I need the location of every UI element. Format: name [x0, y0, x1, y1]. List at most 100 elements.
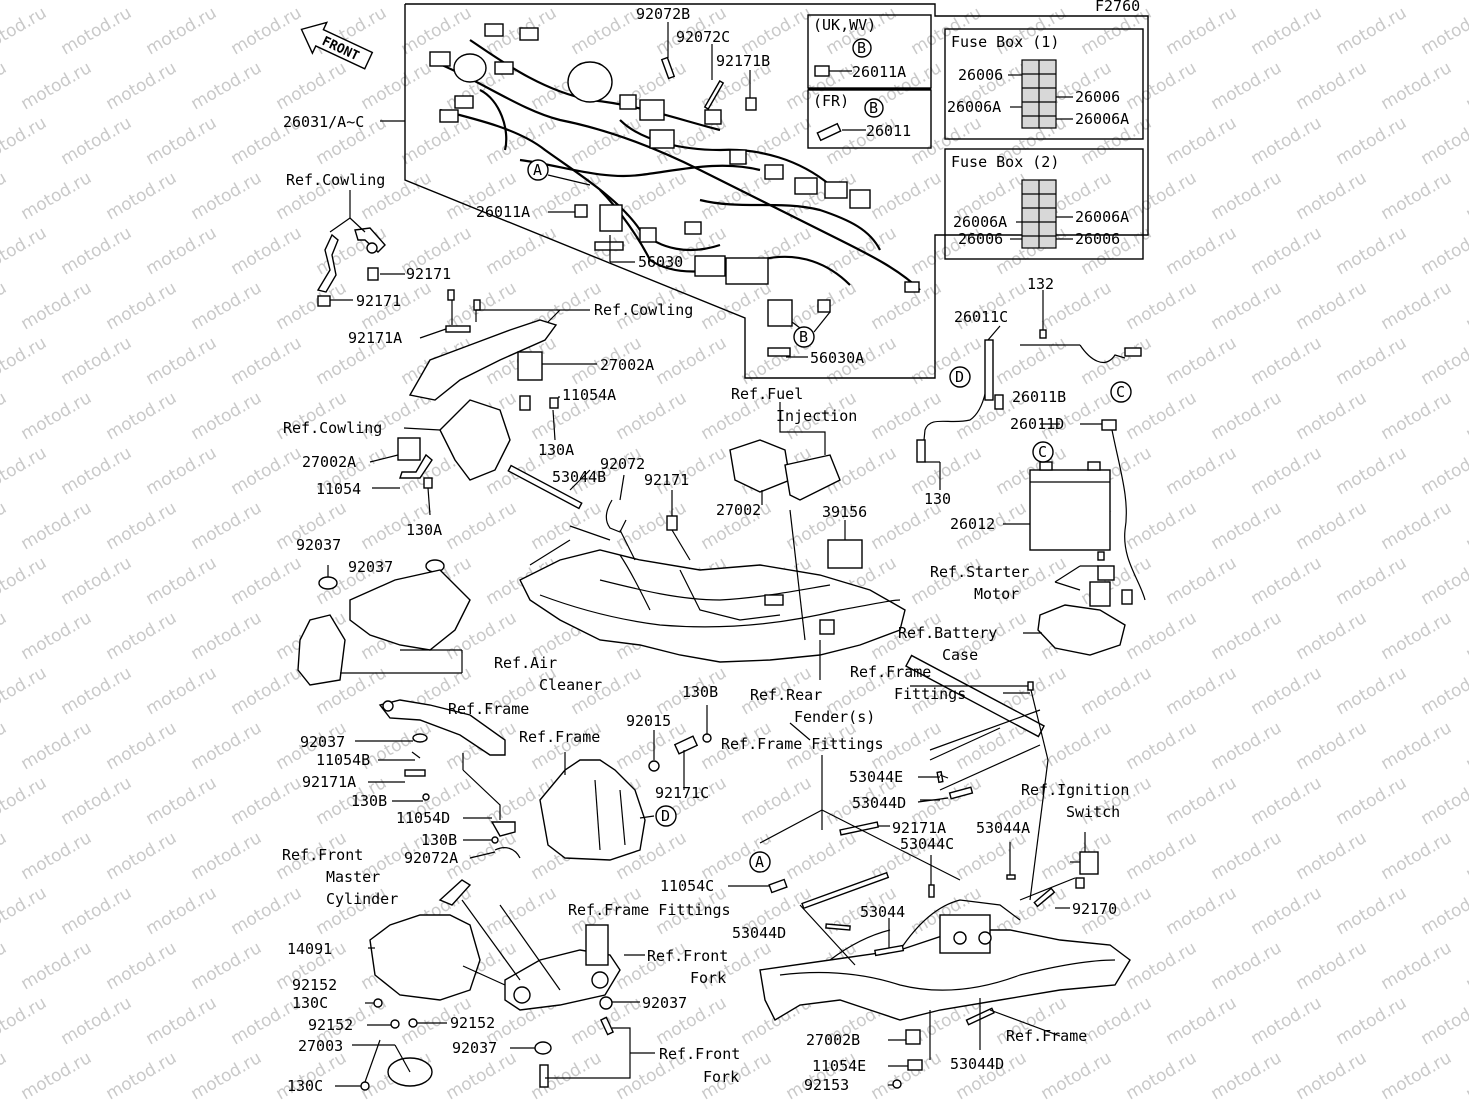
- label-53044b: 53044B: [552, 468, 606, 486]
- watermark-text: motod.ru: [0, 498, 10, 554]
- watermark-text: motod.ru: [1038, 828, 1116, 884]
- watermark-text: motod.ru: [1078, 333, 1156, 389]
- watermark-text: motod.ru: [1418, 3, 1469, 59]
- connector-26011a: [815, 66, 829, 76]
- watermark-text: motod.ru: [103, 1048, 181, 1102]
- watermark-text: motod.ru: [18, 1048, 96, 1102]
- watermark-text: motod.ru: [18, 718, 96, 774]
- watermark-text: motod.ru: [1208, 1048, 1286, 1102]
- watermark-text: motod.ru: [228, 333, 306, 389]
- ref-b-lower: B: [799, 328, 808, 346]
- watermark-text: motod.ru: [143, 663, 221, 719]
- watermark-text: motod.ru: [188, 388, 266, 444]
- fuse1-left-bottom: 26006A: [947, 98, 1001, 116]
- label-ref-cowling-3: Ref.Cowling: [283, 419, 382, 437]
- watermark-text: motod.ru: [1378, 278, 1456, 334]
- ref-d-upper: D: [955, 368, 964, 386]
- watermark-text: motod.ru: [1293, 718, 1371, 774]
- watermark-text: motod.ru: [188, 278, 266, 334]
- watermark-text: motod.ru: [1463, 58, 1469, 114]
- watermark-text: motod.ru: [58, 113, 136, 169]
- label-ref-frame-fittings-2: Ref.Frame Fittings: [721, 735, 884, 753]
- watermark-text: motod.ru: [58, 553, 136, 609]
- watermark-text: motod.ru: [103, 498, 181, 554]
- watermark-text: motod.ru: [188, 0, 266, 4]
- label-92015: 92015: [626, 712, 671, 730]
- watermark-text: motod.ru: [443, 498, 521, 554]
- watermark-text: motod.ru: [993, 333, 1071, 389]
- watermark-text: motod.ru: [1123, 58, 1201, 114]
- label-ref-frame-fittings-1a: Ref.Frame: [850, 663, 931, 681]
- label-ref-cowling-2: Ref.Cowling: [594, 301, 693, 319]
- label-26011c: 26011C: [954, 308, 1008, 326]
- watermark-text: motod.ru: [1038, 1048, 1116, 1102]
- label-92171-b: 92171: [356, 292, 401, 310]
- watermark-text: motod.ru: [1208, 608, 1286, 664]
- watermark-text: motod.ru: [1293, 388, 1371, 444]
- watermark-text: motod.ru: [1293, 608, 1371, 664]
- watermark-text: motod.ru: [188, 608, 266, 664]
- label-92171a-1: 92171A: [348, 329, 402, 347]
- label-27002b: 27002B: [806, 1031, 860, 1049]
- watermark-text: motod.ru: [1463, 168, 1469, 224]
- watermark-text: motod.ru: [0, 3, 50, 59]
- watermark-text: motod.ru: [1123, 938, 1201, 994]
- label-130c-2: 130C: [287, 1077, 323, 1095]
- label-130b-1: 130B: [682, 683, 718, 701]
- watermark-text: motod.ru: [0, 718, 10, 774]
- fuse-box-1-title: Fuse Box (1): [951, 33, 1059, 51]
- watermark-text: motod.ru: [0, 0, 10, 4]
- watermark-text: motod.ru: [1248, 333, 1326, 389]
- watermark-text: motod.ru: [1418, 223, 1469, 279]
- watermark-text: motod.ru: [1248, 3, 1326, 59]
- watermark-text: motod.ru: [1208, 278, 1286, 334]
- watermark-text: motod.ru: [18, 388, 96, 444]
- diagram-code: F2760: [1095, 0, 1140, 15]
- watermark-text: motod.ru: [1333, 883, 1411, 939]
- label-11054c: 11054C: [660, 877, 714, 895]
- label-92152-2: 92152: [308, 1016, 353, 1034]
- watermark-text: motod.ru: [58, 773, 136, 829]
- watermark-text: motod.ru: [1378, 828, 1456, 884]
- watermark-text: motod.ru: [103, 388, 181, 444]
- watermark-text: motod.ru: [1333, 223, 1411, 279]
- watermark-text: motod.ru: [1418, 663, 1469, 719]
- watermark-text: motod.ru: [188, 498, 266, 554]
- watermark-text: motod.ru: [1123, 168, 1201, 224]
- watermark-text: motod.ru: [1248, 663, 1326, 719]
- label-ref-front-fork-1b: Fork: [690, 969, 726, 987]
- watermark-text: motod.ru: [188, 828, 266, 884]
- watermark-text: motod.ru: [0, 993, 50, 1049]
- watermark-text: motod.ru: [1463, 388, 1469, 444]
- watermark-text: motod.ru: [18, 938, 96, 994]
- label-ref-rear-1: Ref.Rear: [750, 686, 822, 704]
- watermark-text: motod.ru: [1163, 883, 1241, 939]
- label-ref-fmc-3: Cylinder: [326, 890, 398, 908]
- watermark-text: motod.ru: [188, 1048, 266, 1102]
- watermark-text: motod.ru: [1418, 333, 1469, 389]
- watermark-text: motod.ru: [1378, 718, 1456, 774]
- label-11054e: 11054E: [812, 1057, 866, 1075]
- watermark-text: motod.ru: [1293, 938, 1371, 994]
- label-11054d: 11054D: [396, 809, 450, 827]
- watermark-text: motod.ru: [613, 388, 691, 444]
- label-ref-fuel-2: Injection: [776, 407, 857, 425]
- watermark-text: motod.ru: [228, 223, 306, 279]
- label-26011d: 26011D: [1010, 415, 1064, 433]
- watermark-text: motod.ru: [228, 443, 306, 499]
- label-130: 130: [924, 490, 951, 508]
- label-ref-frame-fittings-3: Ref.Frame Fittings: [568, 901, 731, 919]
- watermark-text: motod.ru: [103, 58, 181, 114]
- watermark-text: motod.ru: [868, 388, 946, 444]
- watermark-text: motod.ru: [1293, 168, 1371, 224]
- watermark-text: motod.ru: [783, 828, 861, 884]
- watermark-text: motod.ru: [1333, 443, 1411, 499]
- watermark-text: motod.ru: [1208, 58, 1286, 114]
- watermark-text: motod.ru: [1333, 993, 1411, 1049]
- watermark-text: motod.ru: [0, 388, 10, 444]
- watermark-text: motod.ru: [188, 938, 266, 994]
- label-130a-1: 130A: [538, 441, 574, 459]
- watermark-text: motod.ru: [653, 333, 731, 389]
- rear-fender-assembly: [508, 466, 905, 680]
